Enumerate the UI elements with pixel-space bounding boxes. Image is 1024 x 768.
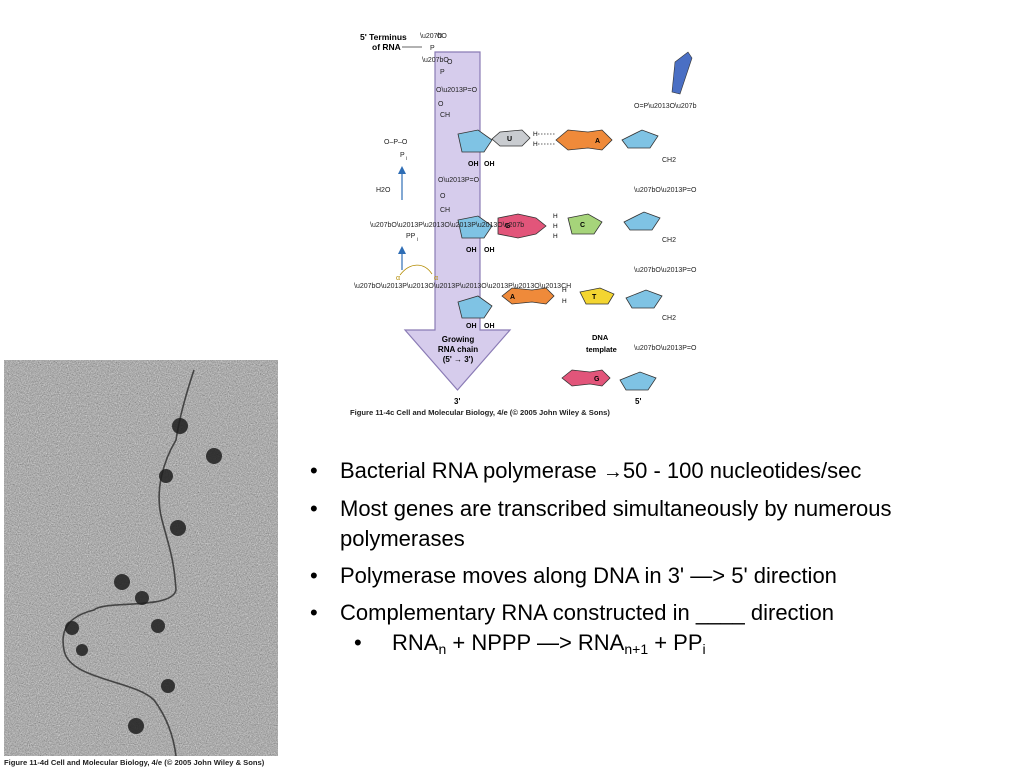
svg-text:G: G [505,223,511,230]
base-t [579,287,615,305]
svg-text:CH2: CH2 [662,315,676,322]
svg-text:T: T [592,294,597,301]
svg-text:H: H [533,141,538,148]
svg-text:OH: OH [466,247,477,254]
ribose-ring [619,371,657,391]
svg-text:CH2: CH2 [662,157,676,164]
svg-text:P: P [430,45,435,52]
rna-synthesis-diagram: 5' Terminus of RNA \u207bO PO \u207bO PO… [354,32,697,406]
svg-text:OH: OH [484,161,495,168]
svg-text:H: H [553,213,558,220]
sub-bullet-list: RNAn + NPPP —> RNAn+1 + PPi [340,628,1015,658]
base-u [491,129,531,147]
svg-text:α: α [396,275,400,282]
growing-rna-arrow [403,51,512,391]
svg-text:H2O: H2O [376,187,391,194]
svg-text:G: G [594,376,600,383]
growing-label: (5' → 3') [443,355,474,364]
svg-text:O\u2013P=O: O\u2013P=O [438,177,480,184]
svg-text:\u207bO\u2013P\u2013O\u2013P\u: \u207bO\u2013P\u2013O\u2013P\u2013O\u201… [354,283,571,290]
nucleotide-row-3: \u207bO\u2013P\u2013O\u2013P\u2013O\u201… [354,264,663,330]
svg-text:\u207bO\u2013P\u2013O\u2013P\u: \u207bO\u2013P\u2013O\u2013P\u2013O\u207… [370,222,524,229]
svg-text:OH: OH [466,323,477,330]
ribose-ring [623,211,661,231]
bullet-list: Bacterial RNA polymerase →50 - 100 nucle… [300,456,1015,665]
svg-text:OH: OH [484,247,495,254]
svg-text:O=P\u2013O\u207b: O=P\u2013O\u207b [634,103,697,110]
svg-text:O: O [440,193,446,200]
bullet-item: Most genes are transcribed simultaneousl… [300,494,1015,554]
terminus-label: 5' Terminus [360,32,407,42]
svg-text:O\u2013P=O: O\u2013P=O [436,87,478,94]
svg-text:O: O [447,59,453,66]
base-c [567,213,603,235]
bullet-item: Bacterial RNA polymerase →50 - 100 nucle… [300,456,1015,487]
svg-text:H: H [533,131,538,138]
base-a [501,287,555,305]
svg-text:5': 5' [635,397,641,406]
svg-text:P: P [400,152,405,159]
svg-text:OH: OH [484,323,495,330]
svg-text:P: P [440,69,445,76]
svg-text:H: H [553,233,558,240]
svg-text:i: i [406,156,407,162]
svg-text:CH2: CH2 [662,237,676,244]
nucleotide-row-2: O\u2013P=O O CH G H H H C OH OH [438,177,661,254]
arrow-icon: → [602,461,623,483]
sub-bullet-item: RNAn + NPPP —> RNAn+1 + PPi [340,628,1015,658]
ribose-ring [625,289,663,309]
figure-caption-d: Figure 11-4d Cell and Molecular Biology,… [4,758,265,767]
growing-label: RNA chain [438,345,478,354]
bullet-item: Polymerase moves along DNA in 3' —> 5' d… [300,561,1015,591]
svg-text:H: H [562,287,567,294]
svg-text:template: template [586,345,617,354]
svg-text:\u207bO\u2013P=O: \u207bO\u2013P=O [634,267,697,274]
svg-text:O: O [437,33,443,40]
rna-3-end: 3' [454,397,460,406]
base-g [561,369,611,387]
ribose-ring [621,129,659,149]
ribose-ring [457,295,493,319]
svg-text:\u207bO\u2013P=O: \u207bO\u2013P=O [634,345,697,352]
electron-micrograph [4,360,278,756]
svg-text:O: O [438,101,444,108]
svg-text:CH: CH [440,112,450,119]
svg-text:A: A [595,138,600,145]
svg-text:U: U [507,136,512,143]
svg-text:C: C [580,222,585,229]
bullet-item: Complementary RNA constructed in ____ di… [300,598,1015,658]
svg-text:H: H [553,223,558,230]
base-a [555,129,613,151]
svg-text:\u207bO: \u207bO [422,57,449,64]
svg-text:α: α [434,275,438,282]
svg-text:A: A [510,294,515,301]
svg-text:DNA: DNA [592,333,609,342]
triphosphate-chain: \u207bO PO \u207bO PO O\u2013P=O O CH [420,33,478,119]
svg-text:i: i [417,237,418,243]
svg-text:\u207bO\u2013P=O: \u207bO\u2013P=O [634,187,697,194]
svg-text:PP: PP [406,233,416,240]
figure-caption-c: Figure 11-4c Cell and Molecular Biology,… [350,408,610,417]
svg-text:CH: CH [440,207,450,214]
svg-text:OH: OH [468,161,479,168]
nucleotide-row-1: U H H A OH OH [457,129,659,168]
terminus-label-2: of RNA [372,42,401,52]
svg-text:\u207bO: \u207bO [420,33,447,40]
base-g [497,213,547,239]
dna-backbone: O=P\u2013O\u207b CH2 \u207bO\u2013P=O CH… [561,51,697,406]
svg-text:O–P–O: O–P–O [384,139,408,146]
ribose-ring [457,215,493,239]
pyrophosphate-column: O–P–O P i H2O \u207bO\u2013P\u2013O\u201… [370,139,524,270]
growing-label: Growing [442,335,475,344]
ribose-ring [457,129,493,153]
svg-text:H: H [562,298,567,305]
